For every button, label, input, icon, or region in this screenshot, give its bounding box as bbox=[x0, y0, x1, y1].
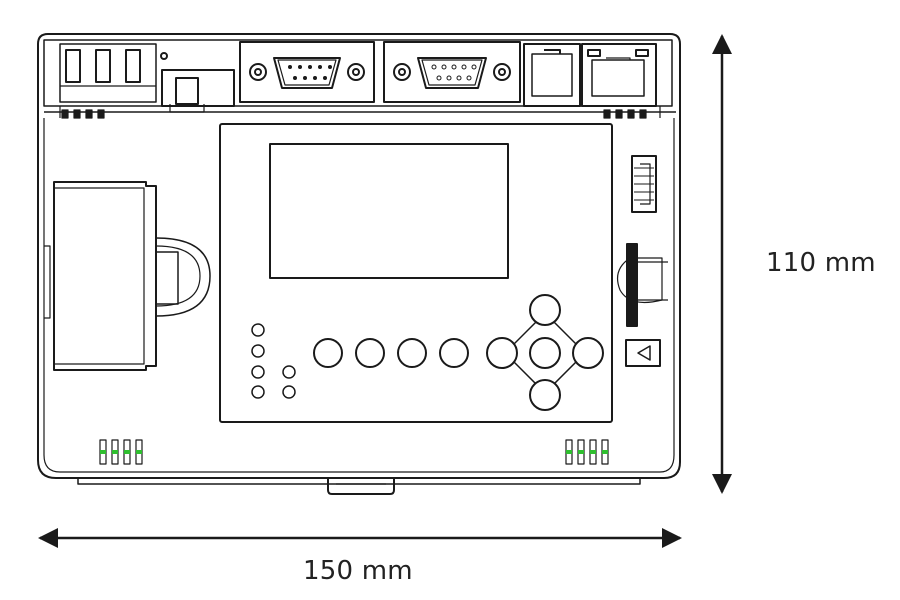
nav-key-right bbox=[572, 337, 604, 369]
function-key bbox=[355, 338, 385, 368]
width-dimension-label: 150 mm bbox=[303, 556, 413, 586]
terminal-block bbox=[59, 43, 157, 103]
navigation-keypad bbox=[486, 294, 604, 411]
din-rail-clip bbox=[327, 478, 395, 495]
operator-panel bbox=[219, 123, 613, 423]
bottom-led-indicators-left bbox=[99, 439, 143, 465]
function-key bbox=[313, 338, 343, 368]
eject-button bbox=[625, 339, 661, 367]
status-led-indicator bbox=[61, 109, 105, 119]
serial-port-db9-1 bbox=[239, 41, 375, 103]
bottom-led-indicators-right bbox=[565, 439, 609, 465]
function-keys bbox=[313, 338, 469, 368]
panel-led-indicators bbox=[251, 323, 296, 399]
nav-key-up bbox=[529, 294, 561, 326]
reset-hole bbox=[160, 52, 168, 60]
display-screen bbox=[269, 143, 509, 279]
battery-compartment bbox=[44, 181, 211, 371]
sd-card-slot bbox=[617, 243, 668, 327]
status-led-indicator bbox=[603, 109, 647, 119]
function-key bbox=[439, 338, 469, 368]
top-connector-strip bbox=[43, 39, 673, 107]
function-key bbox=[397, 338, 427, 368]
nav-key-center bbox=[529, 337, 561, 369]
nav-key-down bbox=[529, 379, 561, 411]
usb-port bbox=[631, 155, 657, 213]
mode-switch bbox=[161, 69, 235, 113]
nav-key-left bbox=[486, 337, 518, 369]
height-dimension-label: 110 mm bbox=[766, 248, 876, 278]
serial-port-db9-2 bbox=[383, 41, 521, 103]
ethernet-port bbox=[581, 43, 657, 107]
rj45-port bbox=[523, 43, 581, 107]
